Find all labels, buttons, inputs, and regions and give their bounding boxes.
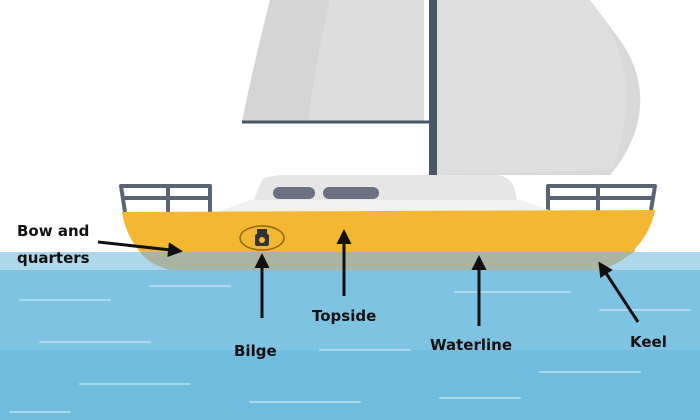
mast: [429, 0, 437, 182]
cabin: [212, 175, 560, 214]
arrow-bow: [97, 240, 183, 258]
cabin-window: [323, 187, 379, 199]
bow-pulpit-rail: [119, 184, 212, 214]
hull: [122, 210, 655, 270]
arrow-keel: [598, 261, 640, 323]
label-topside: Topside: [312, 307, 377, 325]
label-keel: Keel: [630, 333, 667, 351]
stern-rail: [546, 184, 657, 212]
label-bilge: Bilge: [234, 342, 277, 360]
bilge-pump-icon: [239, 225, 285, 251]
sails: [242, 0, 641, 175]
label-bow-line2: quarters: [17, 249, 90, 267]
water-ripples: [9, 285, 691, 413]
deck: [212, 200, 560, 214]
water: [0, 252, 700, 420]
pointer-arrows: [97, 229, 640, 326]
label-waterline: Waterline: [430, 336, 513, 354]
label-bow-line1: Bow and: [17, 222, 90, 240]
hull-bottom: [140, 250, 636, 270]
cabin-window: [273, 187, 315, 199]
hull-topside: [122, 210, 655, 252]
